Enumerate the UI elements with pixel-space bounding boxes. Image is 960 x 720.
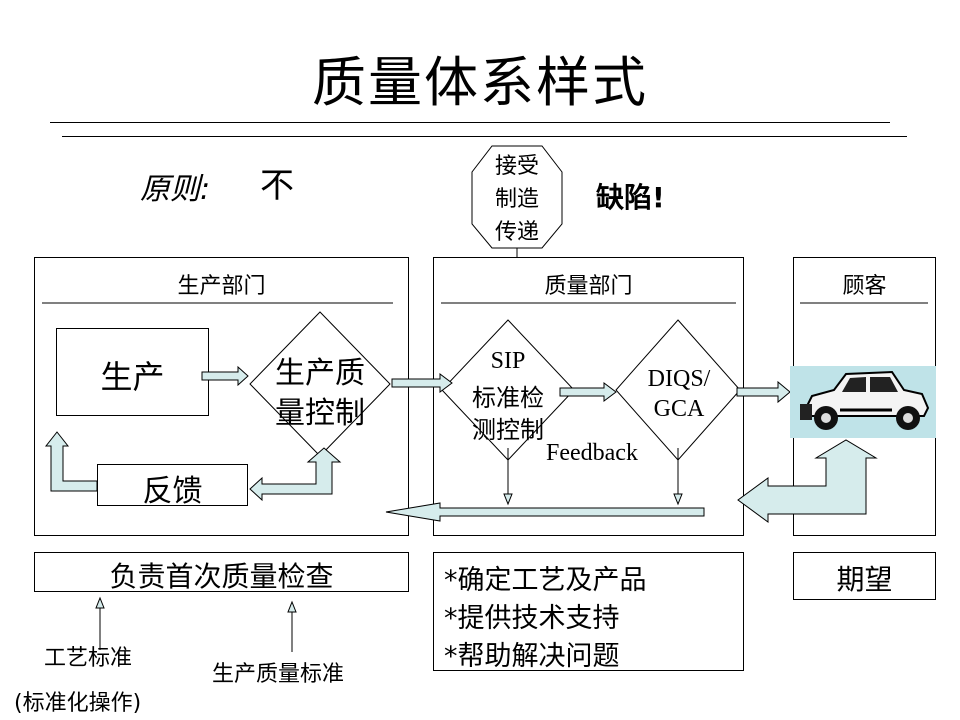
quality-department-header: 质量部门 [544, 274, 633, 299]
customer-expect-box [793, 552, 936, 600]
car-icon [790, 366, 936, 438]
arrow-production-to-pqc [201, 365, 249, 387]
diqs-label-1: DIQS/ [647, 366, 711, 392]
diqs-label-2: GCA [653, 396, 705, 422]
quality-duty-1: *确定工艺及产品 [444, 565, 647, 596]
quality-duty-box [433, 552, 744, 671]
octagon-shape [471, 145, 563, 249]
arrow-pqc-to-sip [391, 373, 453, 393]
standardized-operation-label: (标准化操作) [14, 691, 142, 716]
page-title: 质量体系样式 [312, 51, 648, 114]
customer-header: 顾客 [842, 274, 887, 299]
quality-standard-label: 生产质量标准 [212, 662, 345, 687]
arrow-sip-to-diqs [559, 382, 617, 402]
production-duty-label: 负责首次质量检查 [109, 560, 334, 593]
quality-std-up-head [287, 600, 297, 613]
feedback-node-label: 反馈 [142, 474, 203, 509]
process-std-up-head [95, 596, 105, 609]
title-rule-bottom [62, 136, 907, 137]
quality-duty-3: *帮助解决问题 [444, 641, 620, 672]
sip-down-head [503, 493, 513, 506]
process-standard-label: 工艺标准 [44, 646, 133, 671]
production-duty-box [34, 552, 409, 592]
customer-expect-label: 期望 [836, 563, 893, 596]
octagon-line-3: 传递 [494, 220, 539, 245]
feedback-text: Feedback [546, 440, 638, 466]
production-department-box [34, 257, 409, 536]
sip-label-3: 测控制 [472, 416, 544, 444]
sip-label-1: SIP [490, 348, 526, 374]
arrow-diqs-to-customer [736, 380, 791, 404]
feedback-to-production-arrow [44, 431, 98, 492]
octagon-line-2: 制造 [494, 187, 539, 212]
sip-label-2: 标准检 [472, 384, 544, 412]
title-rule-top [50, 122, 890, 123]
production-node-label: 生产 [100, 358, 165, 396]
feedback-long-arrow [385, 502, 705, 522]
principle-label: 原则: [140, 172, 211, 207]
pqc-to-feedback-arrow [249, 447, 342, 502]
production-department-header: 生产部门 [177, 274, 266, 299]
principle-value: 不 [260, 166, 294, 206]
octagon-line-1: 接受 [494, 154, 539, 179]
quality-duty-2: *提供技术支持 [444, 603, 620, 634]
pqc-label-2: 量控制 [275, 396, 365, 431]
pqc-label-1: 生产质 [275, 356, 365, 391]
defect-label: 缺陷! [596, 181, 665, 214]
customer-return-arrow [737, 439, 878, 523]
diqs-down-head [673, 493, 683, 506]
